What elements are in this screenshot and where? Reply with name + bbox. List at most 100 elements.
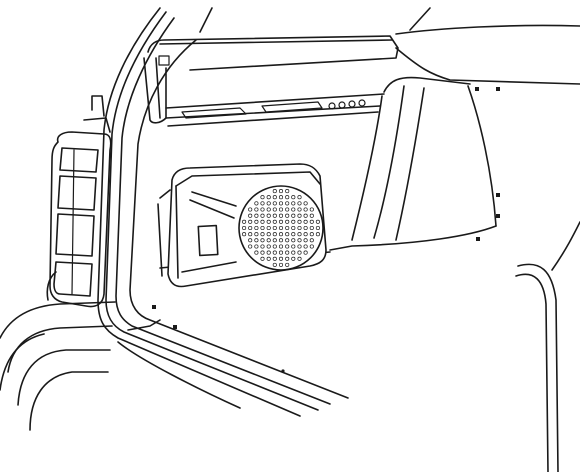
grille-hole: [266, 225, 271, 231]
grille-hole: [272, 213, 277, 218]
grille-hole: [309, 238, 314, 243]
grille-hole: [260, 219, 265, 224]
grille-hole: [254, 225, 259, 231]
speaker-grille-perforations: [242, 189, 320, 267]
grille-hole: [278, 213, 284, 218]
speaker-enclosure: [157, 163, 327, 288]
grille-hole: [291, 195, 296, 200]
grille-hole: [303, 232, 308, 237]
grille-hole: [260, 244, 265, 249]
grille-hole: [254, 232, 259, 237]
grille-hole: [272, 256, 277, 261]
grille-hole: [291, 219, 296, 224]
grille-hole: [291, 244, 296, 249]
grille-hole: [278, 189, 284, 194]
grille-hole: [260, 238, 265, 243]
fastener-mark-2: [496, 87, 500, 91]
grille-hole: [291, 232, 296, 237]
grille-hole: [297, 256, 302, 261]
grille-hole: [309, 207, 314, 212]
grille-hole: [303, 250, 308, 255]
grille-hole: [266, 219, 271, 224]
grille-hole: [248, 213, 253, 218]
grille-hole: [278, 219, 284, 224]
trim-screw-1: [328, 102, 336, 110]
grille-hole: [272, 232, 277, 237]
grille-hole: [266, 244, 271, 249]
grille-hole: [242, 225, 247, 231]
grille-hole: [272, 238, 277, 243]
grille-hole: [254, 244, 259, 249]
grille-hole: [242, 219, 247, 224]
grille-hole: [285, 219, 290, 224]
grille-hole: [285, 213, 290, 218]
grille-hole: [291, 225, 296, 231]
grille-hole: [285, 256, 290, 261]
grille-hole: [266, 256, 271, 261]
grille-hole: [254, 213, 259, 218]
grille-hole: [278, 225, 284, 231]
grille-hole: [309, 244, 314, 249]
grille-hole: [254, 238, 259, 243]
grille-hole: [303, 207, 308, 212]
grille-hole: [272, 207, 277, 212]
grille-hole: [272, 225, 277, 231]
grille-hole: [297, 250, 302, 255]
grille-hole: [266, 250, 271, 255]
grille-hole: [285, 250, 290, 255]
grille-hole: [248, 232, 253, 237]
upper-trim-panel: [143, 7, 431, 124]
grille-hole: [309, 232, 314, 237]
grille-hole: [272, 262, 277, 267]
grille-hole: [272, 244, 277, 249]
grille-hole: [248, 225, 253, 231]
grille-hole: [303, 219, 308, 224]
trim-screw-3: [348, 100, 356, 108]
grille-hole: [278, 256, 284, 261]
fastener-mark-8: [281, 369, 285, 373]
grille-hole: [260, 256, 265, 261]
grille-hole: [260, 195, 265, 200]
grille-hole: [254, 250, 259, 255]
grille-hole: [309, 225, 314, 231]
grille-hole: [297, 232, 302, 237]
grille-hole: [291, 213, 296, 218]
grille-hole: [248, 238, 253, 243]
grille-hole: [285, 189, 290, 194]
trim-ledge-strip: [165, 93, 385, 127]
grille-hole: [254, 219, 259, 224]
grille-hole: [260, 207, 265, 212]
grille-hole: [303, 213, 308, 218]
grille-hole: [291, 207, 296, 212]
fastener-marks: [152, 87, 500, 373]
grille-hole: [254, 207, 259, 212]
grille-hole: [272, 195, 277, 200]
grille-hole: [285, 238, 290, 243]
panel-clip-square: [158, 55, 170, 66]
grille-hole: [278, 250, 284, 255]
grille-hole: [285, 225, 290, 231]
door-seal-channel: [97, 7, 349, 417]
grille-hole: [278, 262, 284, 267]
grille-hole: [254, 201, 259, 206]
grille-hole: [291, 238, 296, 243]
grille-hole: [297, 244, 302, 249]
grille-hole: [278, 238, 284, 243]
grille-hole: [266, 201, 271, 206]
grille-hole: [297, 195, 302, 200]
grille-hole: [297, 238, 302, 243]
grille-hole: [309, 219, 314, 224]
grille-hole: [260, 250, 265, 255]
grille-hole: [278, 195, 284, 200]
grille-hole: [285, 244, 290, 249]
grille-hole: [297, 201, 302, 206]
grille-hole: [248, 219, 253, 224]
fastener-mark-5: [476, 237, 480, 241]
grille-hole: [291, 201, 296, 206]
trim-screw-2: [338, 101, 346, 109]
grille-hole: [309, 213, 314, 218]
grille-hole: [303, 225, 308, 231]
grille-hole: [266, 238, 271, 243]
grille-hole: [266, 213, 271, 218]
